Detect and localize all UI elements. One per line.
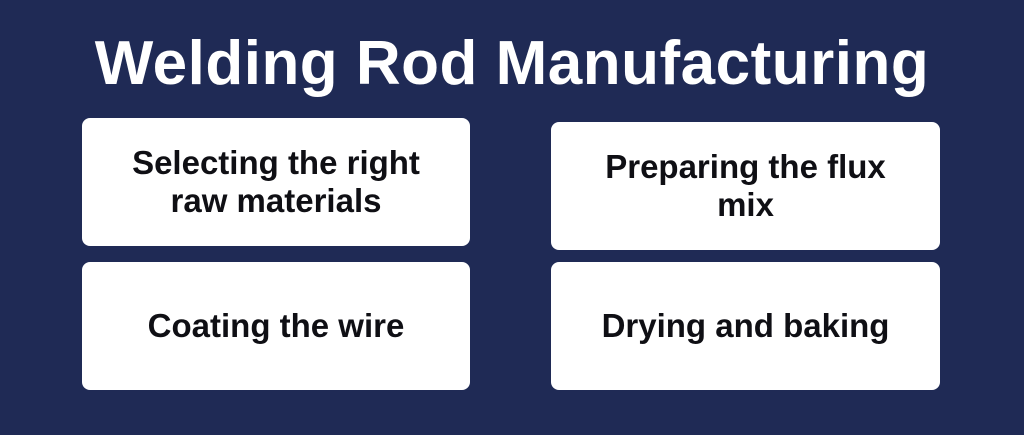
page-title: Welding Rod Manufacturing bbox=[94, 29, 930, 98]
step-card-label: Drying and baking bbox=[601, 307, 890, 344]
step-card-label: Coating the wire bbox=[147, 307, 405, 344]
step-card-drying: Drying and baking bbox=[551, 262, 940, 390]
step-card-raw-materials: Selecting the right raw materials bbox=[82, 118, 470, 246]
step-card-flux-mix: Preparing the flux mix bbox=[551, 122, 940, 250]
step-card-label: Selecting the right raw materials bbox=[132, 144, 420, 219]
step-card-coating: Coating the wire bbox=[82, 262, 470, 390]
step-card-label: Preparing the flux mix bbox=[605, 148, 886, 223]
